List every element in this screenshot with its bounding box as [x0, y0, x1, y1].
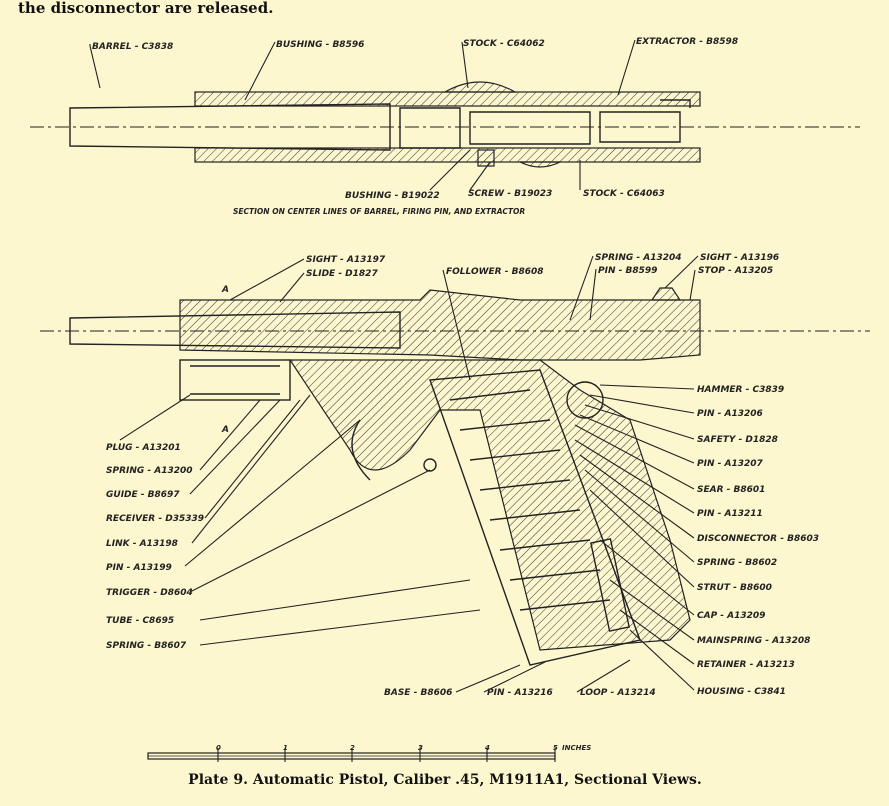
part-label: BASE - B8606	[384, 688, 452, 698]
part-label: SCREW - B19023	[468, 189, 552, 199]
part-label: SAFETY - D1828	[697, 435, 778, 445]
part-label: STRUT - B8600	[697, 583, 772, 593]
part-label: PIN - A13199	[106, 563, 172, 573]
top-section-view	[30, 81, 860, 168]
firing-pin-assembly	[399, 107, 591, 149]
part-label: STOP - A13205	[698, 266, 773, 276]
recoil-spring-housing	[179, 359, 291, 401]
part-label: STOCK - C64062	[463, 39, 545, 49]
bushing-screw	[477, 149, 495, 167]
part-label: HAMMER - C3839	[697, 385, 784, 395]
barrel	[69, 103, 391, 151]
part-label: DISCONNECTOR - B8603	[697, 534, 819, 544]
part-label: CAP - A13209	[697, 611, 765, 621]
part-label: GUIDE - B8697	[106, 490, 180, 500]
part-label: A	[221, 425, 229, 435]
left-labels: PLUG - A13201 SPRING - A13200 GUIDE - B8…	[106, 394, 481, 651]
part-label: SPRING - B8602	[697, 558, 777, 568]
part-label: SIGHT - A13196	[700, 253, 779, 263]
right-labels: HAMMER - C3839 PIN - A13206 SAFETY - D18…	[574, 384, 819, 697]
part-label: PIN - A13211	[697, 509, 763, 519]
part-label: SIGHT - A13197	[306, 255, 386, 265]
slide-top-wall	[194, 91, 701, 107]
stock-lower	[519, 161, 561, 168]
trigger-pin	[423, 458, 437, 472]
extractor	[599, 99, 691, 143]
part-label: MAINSPRING - A13208	[697, 636, 810, 646]
rear-sight	[650, 287, 682, 301]
part-label: FOLLOWER - B8608	[446, 267, 544, 277]
part-label: 3	[418, 744, 423, 752]
part-label: SLIDE - D1827	[306, 269, 378, 279]
side-view-labels: SIGHT - A13197 SLIDE - D1827 FOLLOWER - …	[106, 253, 819, 698]
part-label: BUSHING - B8596	[276, 40, 364, 50]
hammer	[566, 381, 604, 419]
part-label: RETAINER - A13213	[697, 660, 795, 670]
part-label: BUSHING - B19022	[345, 191, 440, 201]
part-label: SPRING - B8607	[106, 641, 187, 651]
part-label: EXTRACTOR - B8598	[636, 37, 738, 47]
part-label: 4	[485, 744, 490, 752]
part-label: INCHES	[562, 744, 591, 752]
part-label: STOCK - C64063	[583, 189, 665, 199]
barrel-side	[69, 311, 401, 349]
part-label: BARREL - C3838	[92, 42, 173, 52]
part-label: RECEIVER - D35339	[106, 514, 204, 524]
slide	[179, 289, 701, 361]
intro-text: the disconnector are released.	[18, 0, 273, 17]
bottom-labels: BASE - B8606 PIN - A13216 LOOP - A13214	[384, 659, 656, 698]
part-label: A	[221, 285, 229, 295]
part-label: PLUG - A13201	[106, 443, 181, 453]
part-label: PIN - A13207	[697, 459, 763, 469]
section-caption: SECTION ON CENTER LINES OF BARREL, FIRIN…	[233, 207, 525, 216]
magazine-spring	[449, 389, 611, 611]
part-label: SPRING - A13200	[106, 466, 193, 476]
part-label: LOOP - A13214	[580, 688, 656, 698]
part-label: HOUSING - C3841	[697, 687, 786, 697]
part-label: 5	[553, 744, 558, 752]
scale-bar: 0 1 2 3 4 5 INCHES	[147, 744, 591, 762]
trigger-guard	[351, 419, 371, 481]
part-label: 0	[216, 744, 221, 752]
part-label: TUBE - C8695	[106, 616, 174, 626]
part-label: TRIGGER - D8604	[106, 588, 193, 598]
slide-bottom-wall	[194, 147, 701, 163]
stock-upper	[442, 81, 518, 93]
part-label: LINK - A13198	[106, 539, 178, 549]
side-section-view	[40, 287, 870, 666]
part-label: SPRING - A13204	[595, 253, 682, 263]
part-label: SEAR - B8601	[697, 485, 765, 495]
top-view-labels: BARREL - C3838 BUSHING - B8596 STOCK - C…	[89, 37, 738, 216]
part-label: 2	[350, 744, 355, 752]
plate-caption: Plate 9. Automatic Pistol, Caliber .45, …	[188, 772, 702, 788]
part-label: PIN - B8599	[598, 266, 657, 276]
receiver-frame	[288, 359, 691, 651]
part-label: 1	[283, 744, 288, 752]
part-label: PIN - A13206	[697, 409, 763, 419]
part-label: PIN - A13216	[487, 688, 553, 698]
